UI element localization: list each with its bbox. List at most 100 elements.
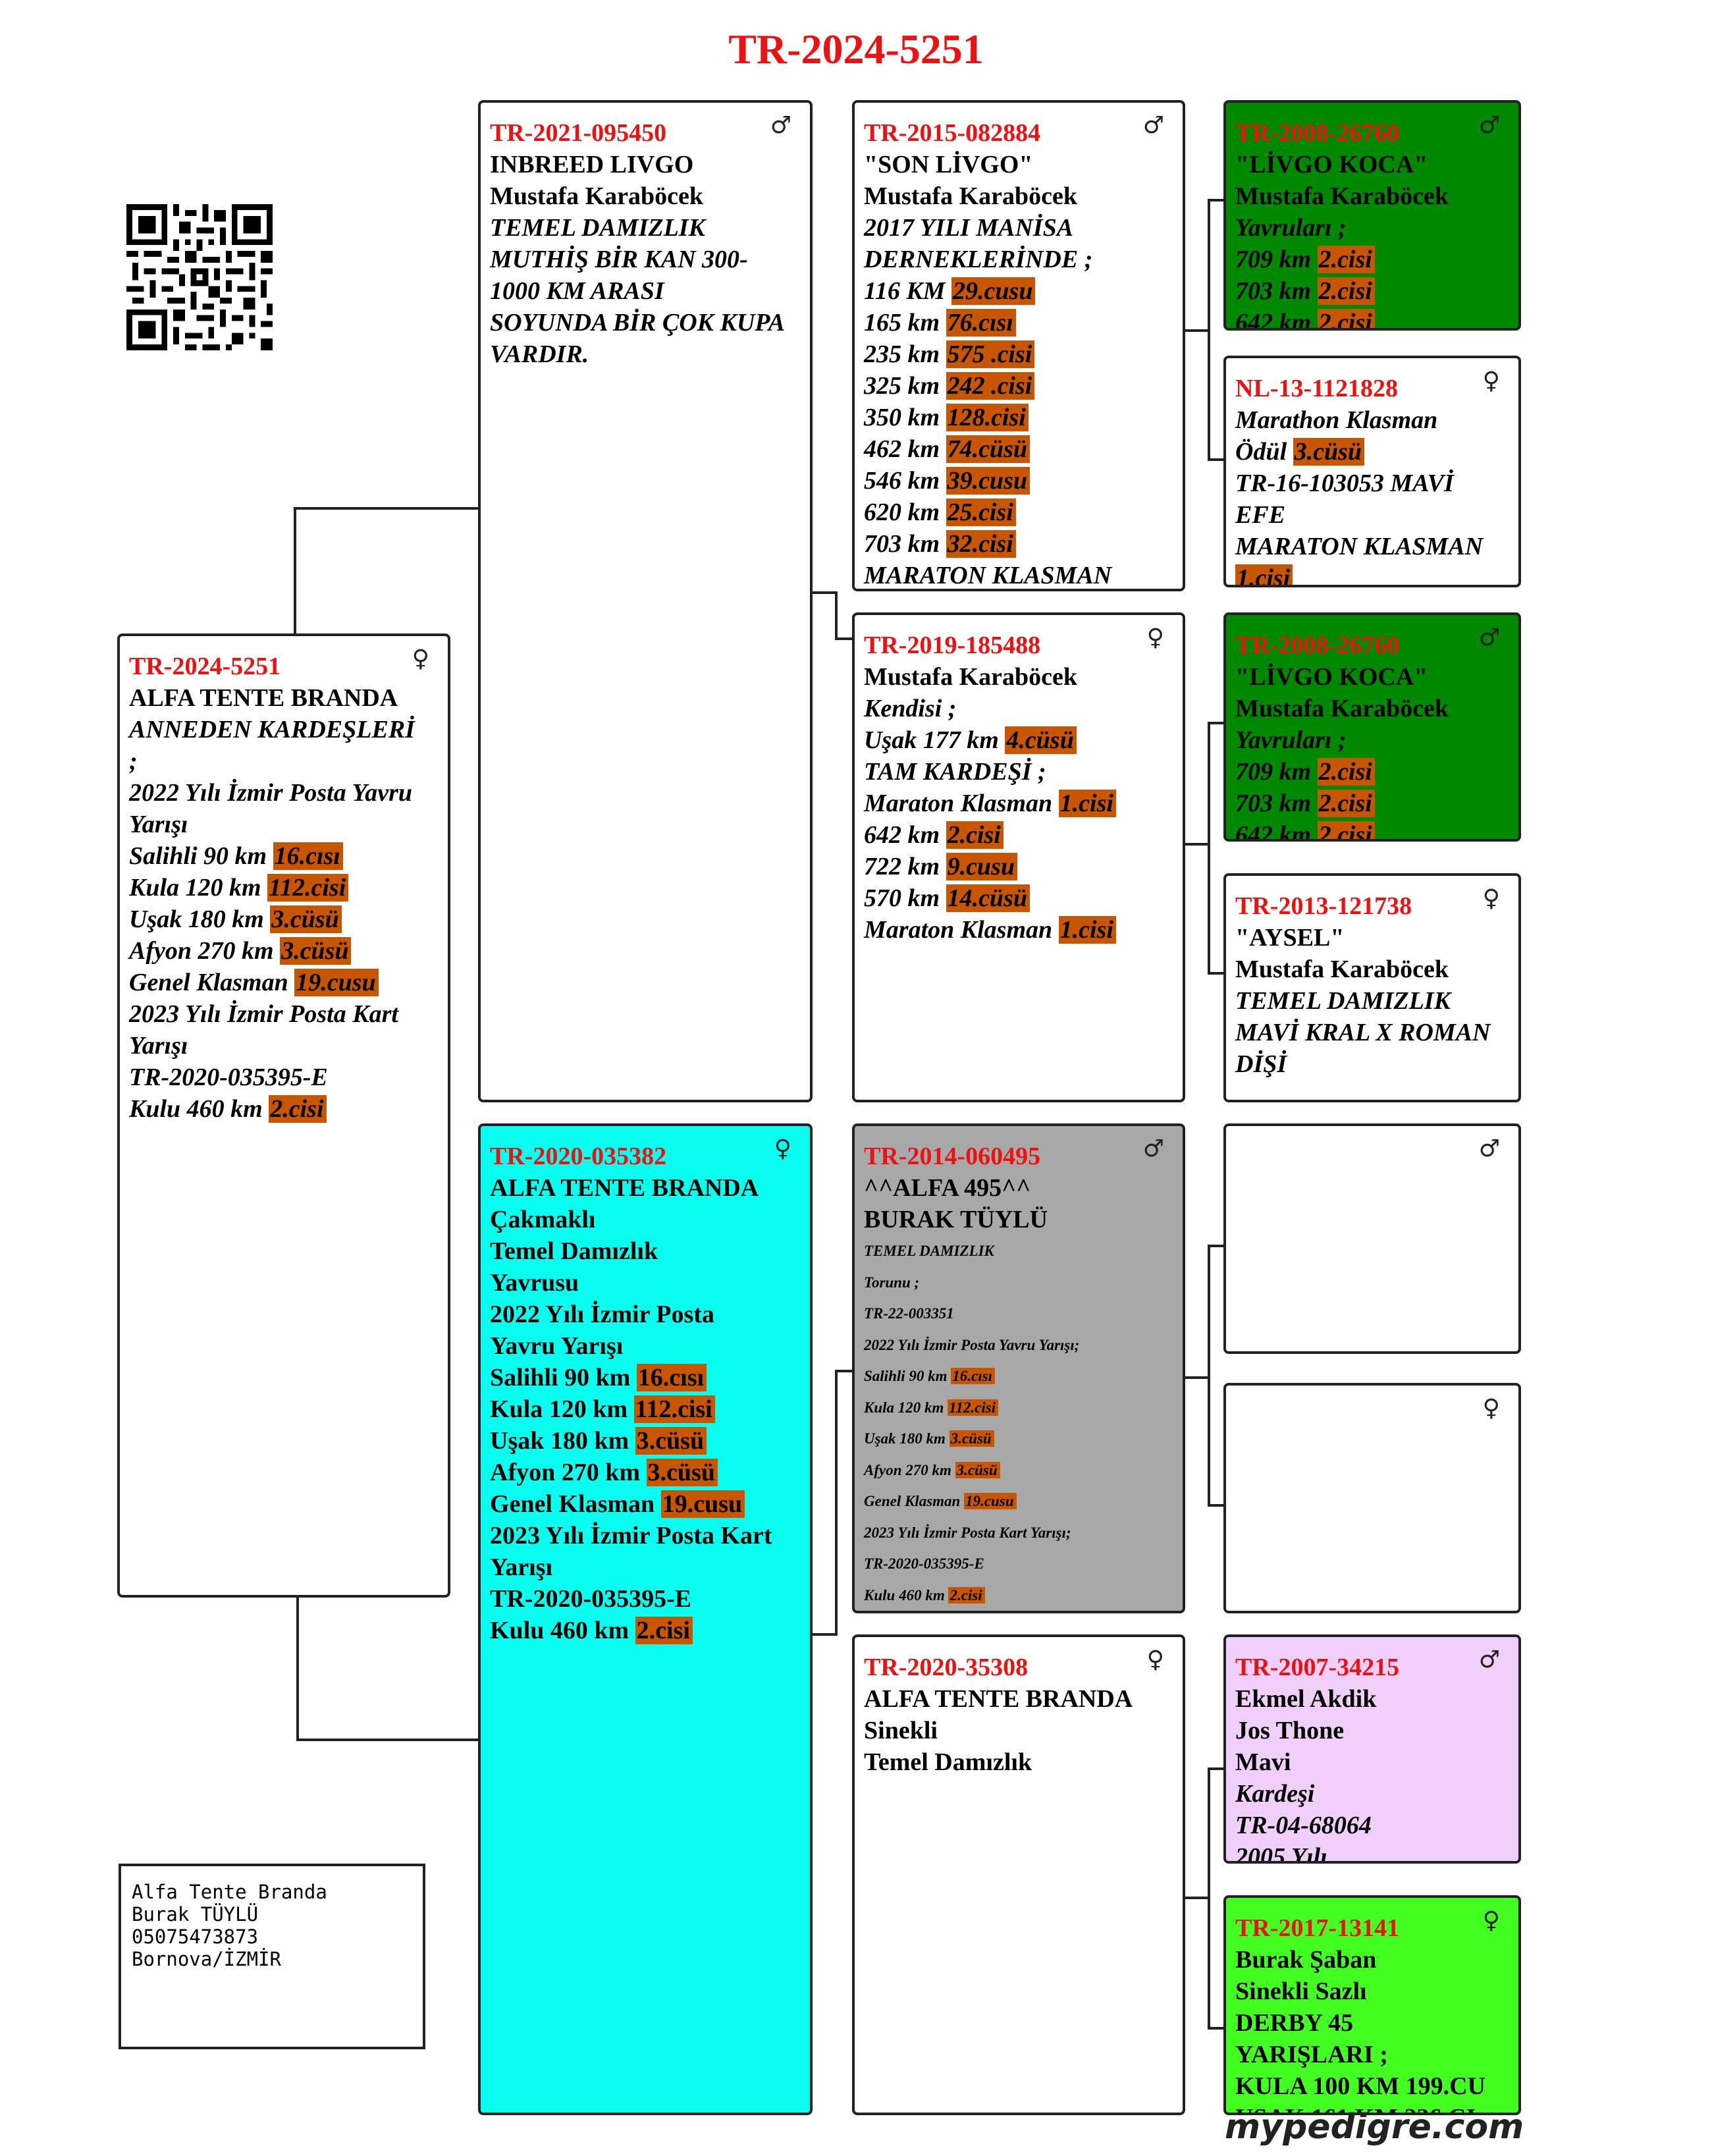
pedigree-line: 703 km 2.cisi	[1235, 788, 1509, 819]
connector	[1208, 1767, 1210, 2030]
pedigree-line: Yarışı	[490, 1551, 801, 1583]
pedigree-line: 703 km 32.cisi	[864, 528, 1173, 560]
pedigree-line: YARIŞLARI ;	[1235, 2039, 1509, 2070]
pedigree-line: "LİVGO KOCA"	[1235, 149, 1509, 180]
pedigree-line: MARATON KLASMAN	[1235, 531, 1509, 562]
line-text: 722 km	[864, 853, 946, 880]
owner-line: Alfa Tente Branda	[132, 1881, 327, 1903]
line-text: Yavruları ;	[1235, 214, 1347, 242]
race-result-highlight: 74.cüsü	[946, 435, 1030, 463]
connector	[1208, 199, 1223, 202]
race-result-highlight: 3.cüsü	[1293, 438, 1365, 466]
line-text: TR-16-103053 MAVİ	[1235, 470, 1454, 497]
pedigree-line: Torunu ;	[864, 1267, 1173, 1299]
pedigree-line: Genel Klasman 19.cusu	[490, 1488, 801, 1520]
pedigree-line: Temel Damızlık	[490, 1235, 801, 1267]
line-text: Mustafa Karaböcek	[490, 182, 704, 210]
ring-number: TR-2008-26760	[1235, 119, 1400, 147]
line-text: Kula 120 km	[864, 1399, 948, 1416]
pedigree-line: 2022 Yılı İzmir Posta Yavru Yarışı;	[864, 1330, 1173, 1361]
pedigree-line: DERBY 45	[1235, 2007, 1509, 2039]
qr-code-icon	[126, 204, 273, 350]
owner-line: Burak TÜYLÜ	[132, 1903, 259, 1926]
pedigree-line: 709 km 2.cisi	[1235, 244, 1509, 275]
race-result-highlight: 2.cisi	[1317, 246, 1375, 273]
pigeon-card-sire-sire[interactable]: TR-2015-082884♂"SON LİVGO"Mustafa Karabö…	[852, 100, 1185, 591]
line-text: 620 km	[864, 499, 946, 526]
pigeon-card-sire-sire-sire[interactable]: TR-2008-26760♂"LİVGO KOCA"Mustafa Karabö…	[1223, 100, 1521, 331]
pigeon-card-sire-dam-sire[interactable]: TR-2008-26760♂"LİVGO KOCA"Mustafa Karabö…	[1223, 612, 1521, 842]
line-text: "AYSEL"	[1235, 924, 1345, 952]
pedigree-line: Ödül 3.cüsü	[1235, 436, 1509, 468]
race-result-highlight: 128.cisi	[946, 404, 1029, 431]
pedigree-line: Uşak 177 km 4.cüsü	[864, 724, 1173, 756]
pedigree-line: 2023 Yılı İzmir Posta Kart	[490, 1520, 801, 1551]
pedigree-line: ^^ALFA 495^^	[864, 1172, 1173, 1204]
line-text: UŞAK 161 KM 236.CI	[1235, 2104, 1476, 2113]
race-result-highlight: 575 .cisi	[946, 340, 1035, 368]
line-text: 165 km	[864, 309, 946, 337]
pedigree-line: MARATON KLASMAN	[864, 560, 1173, 589]
pedigree-line: ALFA TENTE BRANDA	[864, 1683, 1173, 1715]
pedigree-line: MUTHİŞ BİR KAN 300-	[490, 244, 801, 275]
line-text: ;	[129, 747, 138, 775]
race-result-highlight: 112.cisi	[267, 874, 349, 902]
race-result-highlight: 2.cisi	[1317, 277, 1375, 305]
pedigree-line: Yarışı	[129, 809, 439, 840]
race-result-highlight: 2.cisi	[1317, 821, 1375, 839]
connector	[813, 1633, 838, 1636]
line-text: Kendisi ;	[864, 695, 957, 722]
pigeon-card-dam-sire-sire[interactable]: ♂	[1223, 1123, 1521, 1354]
line-text: 703 km	[864, 530, 946, 558]
pedigree-line: Kula 120 km 112.cisi	[129, 872, 439, 903]
line-text: TR-2020-035395-E	[129, 1064, 328, 1091]
line-text: TAM KARDEŞİ ;	[864, 758, 1046, 786]
pedigree-line: 546 km 39.cusu	[864, 465, 1173, 497]
line-text: 2022 Yılı İzmir Posta Yavru	[129, 779, 413, 807]
line-text: ALFA TENTE BRANDA	[864, 1685, 1133, 1713]
pedigree-line: Yavru Yarışı	[490, 1330, 801, 1362]
pigeon-card-dam-sire-dam[interactable]: ♀	[1223, 1383, 1521, 1613]
pedigree-line: TR-2020-035395-E	[864, 1548, 1173, 1580]
pedigree-line: 642 km 2.cisi	[864, 819, 1173, 851]
connector	[1185, 1376, 1210, 1379]
line-text: 235 km	[864, 340, 946, 368]
pedigree-line: BURAK TÜYLÜ	[864, 1204, 1173, 1235]
pedigree-line: Mustafa Karaböcek	[864, 661, 1173, 693]
connector	[813, 591, 838, 594]
line-text: 2023 Yılı İzmir Posta Kart	[490, 1522, 772, 1550]
pedigree-line: TR-04-68064	[1235, 1810, 1509, 1841]
pedigree-line: Salihli 90 km 16.cısı	[864, 1361, 1173, 1392]
ring-number: NL-13-1121828	[1235, 375, 1398, 402]
connector	[835, 637, 852, 640]
pedigree-line: 1.cisi	[1235, 562, 1509, 585]
race-result-highlight: 2.cisi	[1317, 309, 1375, 328]
connector	[1208, 972, 1223, 975]
race-result-highlight: 2.cisi	[946, 821, 1003, 849]
line-text: Ödül	[1235, 438, 1293, 466]
race-result-highlight: 9.cusu	[946, 853, 1017, 880]
ring-number: TR-2024-5251	[129, 653, 281, 680]
line-text: TEMEL DAMIZLIK	[1235, 987, 1451, 1015]
pedigree-line: ;	[129, 745, 439, 777]
line-text: 325 km	[864, 372, 946, 400]
pedigree-line: DİŞİ	[1235, 1048, 1509, 1080]
pedigree-line: Mustafa Karaböcek	[1235, 954, 1509, 985]
pedigree-line: Afyon 270 km 3.cüsü	[129, 935, 439, 967]
connector	[1208, 199, 1210, 461]
owner-line: 05075473873	[132, 1926, 259, 1948]
race-result-highlight: 2.cisi	[635, 1617, 693, 1644]
pedigree-line: 620 km 25.cisi	[864, 497, 1173, 528]
line-text: Mustafa Karaböcek	[864, 663, 1078, 691]
pedigree-line: "LİVGO KOCA"	[1235, 661, 1509, 693]
